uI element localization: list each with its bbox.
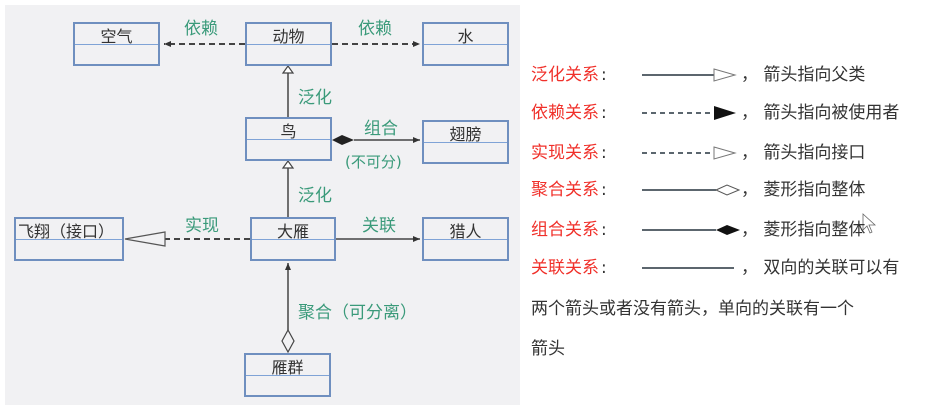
legend-desc: ， 菱形指向整体 (741, 180, 866, 200)
legend-colon: : (601, 220, 607, 240)
label-association: 关联 (362, 216, 396, 236)
legend-symbol-realization (642, 146, 737, 160)
class-name-hunter: 猎人 (424, 219, 507, 241)
class-name-water: 水 (424, 24, 507, 46)
legend-name: 依赖关系 (531, 103, 599, 123)
class-box-goose-flock[interactable]: 雁群 (244, 353, 331, 397)
legend-symbol-dependency (642, 106, 736, 120)
class-box-water[interactable]: 水 (422, 22, 509, 66)
class-box-goose[interactable]: 大雁 (250, 217, 336, 261)
legend-desc: ， 双向的关联可以有 (741, 258, 900, 278)
legend-row-aggregation: 聚合关系: ， 菱形指向整体 (531, 176, 865, 204)
diagram-panel (5, 5, 520, 405)
legend-desc: ， 箭头指向被使用者 (741, 103, 900, 123)
legend-row-association: 关联关系: ， 双向的关联可以有 (531, 254, 899, 282)
label-composition-note: (不可分) (345, 153, 402, 171)
class-box-wing[interactable]: 翅膀 (422, 120, 509, 164)
class-box-fly-interface[interactable]: 飞翔（接口） (14, 217, 124, 261)
legend-colon: : (601, 180, 607, 200)
legend-desc: ， 箭头指向父类 (741, 65, 866, 85)
legend-row-dependency: 依赖关系: ， 箭头指向被使用者 (531, 99, 899, 127)
legend-row-generalization: 泛化关系: ， 箭头指向父类 (531, 61, 865, 89)
hollow-diamond-icon (281, 328, 295, 354)
filled-diamond-icon (332, 135, 354, 145)
class-name-wing: 翅膀 (424, 122, 507, 144)
legend-continuation-line-2: 箭头 (531, 339, 565, 359)
class-name-animal: 动物 (247, 24, 330, 46)
class-box-hunter[interactable]: 猎人 (422, 217, 509, 261)
class-name-goose-flock: 雁群 (246, 355, 329, 377)
legend-colon: : (601, 103, 607, 123)
hollow-triangle-arrow-icon (281, 64, 295, 74)
legend-name: 聚合关系 (531, 180, 599, 200)
class-box-air[interactable]: 空气 (73, 22, 160, 66)
label-generalization-bottom: 泛化 (298, 186, 332, 206)
legend-row-realization: 实现关系: ， 箭头指向接口 (531, 139, 865, 167)
legend-symbol-composition (642, 225, 740, 235)
class-name-bird: 鸟 (247, 119, 330, 141)
hollow-triangle-arrow-icon (281, 159, 295, 169)
legend-desc: ， 菱形指向整体 (741, 220, 866, 240)
legend-symbol-aggregation (642, 184, 741, 196)
label-dependency-right: 依赖 (358, 19, 392, 39)
class-box-animal[interactable]: 动物 (245, 22, 332, 66)
label-realization: 实现 (185, 216, 219, 236)
class-box-bird[interactable]: 鸟 (245, 117, 332, 161)
large-hollow-triangle-icon (124, 231, 166, 247)
legend-row-composition: 组合关系: ， 菱形指向整体 (531, 216, 865, 244)
legend-name: 泛化关系 (531, 65, 599, 85)
legend-continuation-line-1: 两个箭头或者没有箭头，单向的关联有一个 (531, 299, 854, 319)
mouse-cursor-icon (862, 213, 877, 234)
legend-colon: : (601, 65, 607, 85)
legend-symbol-generalization (642, 68, 737, 82)
legend-name: 组合关系 (531, 220, 599, 240)
legend-name: 关联关系 (531, 258, 599, 278)
legend-desc: ， 箭头指向接口 (741, 143, 866, 163)
label-generalization-top: 泛化 (298, 88, 332, 108)
legend-colon: : (601, 258, 607, 278)
label-composition: 组合 (364, 119, 398, 139)
label-aggregation: 聚合（可分离） (298, 303, 417, 323)
label-dependency-left: 依赖 (184, 19, 218, 39)
class-name-air: 空气 (75, 24, 158, 46)
legend-colon: : (601, 143, 607, 163)
class-name-fly-interface: 飞翔（接口） (16, 219, 122, 241)
legend-name: 实现关系 (531, 143, 599, 163)
class-name-goose: 大雁 (252, 219, 334, 241)
